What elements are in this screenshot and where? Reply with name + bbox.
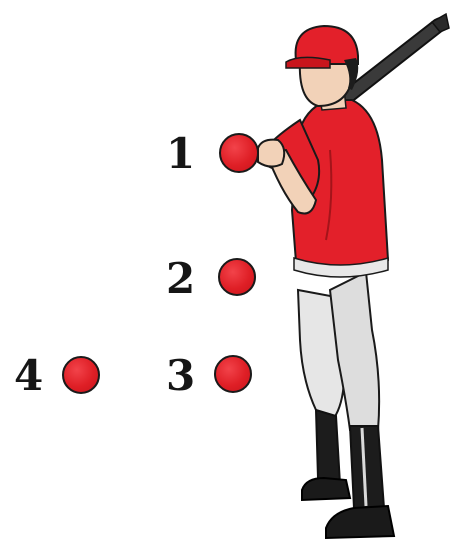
location-dot-3 — [214, 355, 252, 393]
hands — [258, 140, 284, 167]
marker-label-4: 4 — [14, 355, 43, 397]
location-dot-1 — [219, 133, 259, 173]
shoe-back — [302, 478, 350, 500]
marker-label-2: 2 — [166, 258, 195, 300]
marker-label-1: 1 — [166, 133, 195, 175]
sock-front — [350, 426, 384, 508]
shoe-front — [326, 506, 394, 538]
sock-back — [316, 410, 340, 484]
location-dot-4 — [62, 356, 100, 394]
location-dot-2 — [218, 258, 256, 296]
marker-label-3: 3 — [166, 355, 195, 397]
